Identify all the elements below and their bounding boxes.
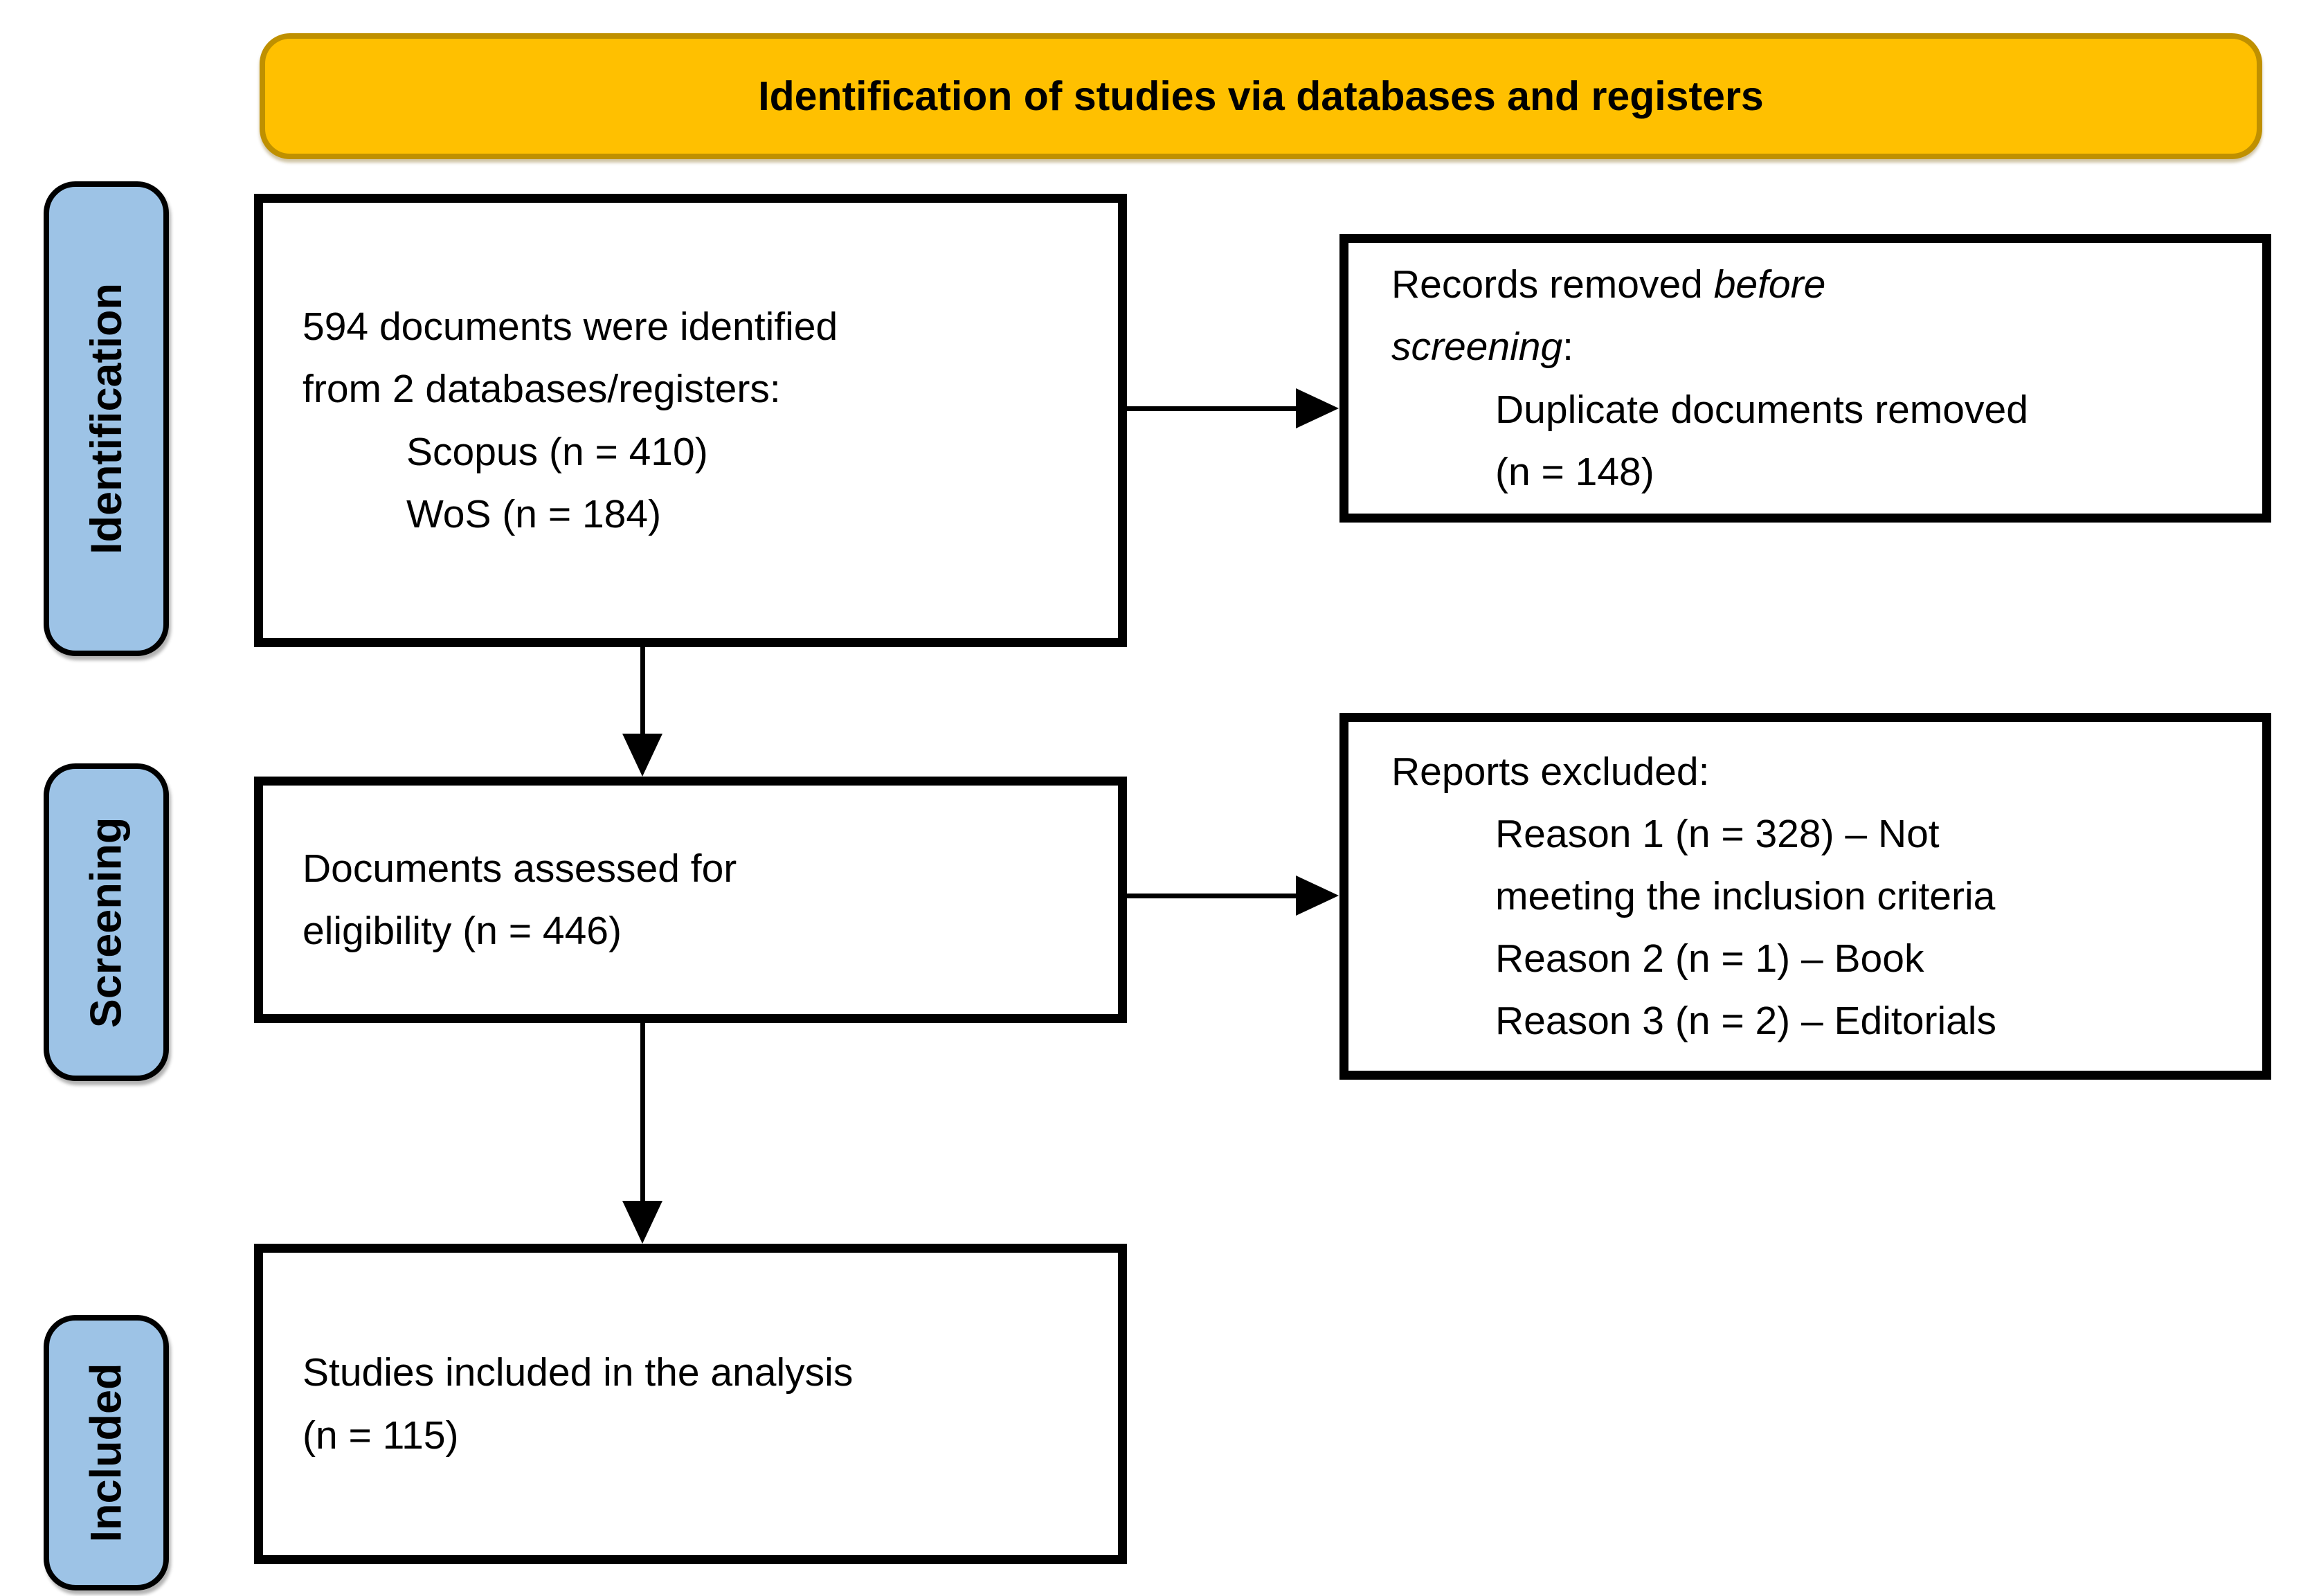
records-removed-line-1: Records removed before [1391,253,2247,316]
included-line-1: Studies included in the analysis [303,1350,854,1395]
identified-scopus-count: Scopus (n = 410) [406,429,708,474]
identified-wos-count: WoS (n = 184) [406,491,662,536]
excluded-reason-2: Reason 2 (n = 1) – Book [1495,936,1924,981]
banner-title: Identification of studies via databases … [758,73,1764,119]
arrow-assessed-to-excluded-line [1126,894,1301,898]
banner: Identification of studies via databases … [260,33,2262,159]
excluded-reason-3: Reason 3 (n = 2) – Editorials [1495,999,1996,1044]
box-studies-included: Studies included in the analysis (n = 11… [254,1244,1127,1564]
records-removed-prefix: Records removed [1391,262,1714,307]
included-line-2: (n = 115) [303,1413,459,1458]
stage-label-identification: Identification [44,181,169,656]
box-reports-excluded: Reports excluded: Reason 1 (n = 328) – N… [1339,713,2271,1080]
stage-label-included: Included [44,1315,169,1590]
records-removed-italic-screening: screening [1391,325,1563,370]
arrow-identified-to-records-head-icon [1296,388,1339,428]
excluded-reason-1-line-2: meeting the inclusion criteria [1495,873,1996,918]
stage-label-identification-text: Identification [82,283,131,554]
arrow-identified-to-assessed-line [640,647,645,741]
records-removed-line-2: screening: [1391,316,2247,378]
excluded-reason-1-line-1: Reason 1 (n = 328) – Not [1495,811,1940,856]
records-removed-count: (n = 148) [1495,449,1654,494]
arrow-assessed-to-included-line [640,1023,645,1204]
stage-label-screening-text: Screening [82,817,131,1028]
stage-label-included-text: Included [82,1363,131,1543]
identified-line-2: from 2 databases/registers: [303,367,781,412]
assessed-line-1: Documents assessed for [303,846,737,891]
arrow-assessed-to-excluded-head-icon [1296,876,1339,916]
arrow-identified-to-records-line [1126,406,1301,411]
box-documents-assessed: Documents assessed for eligibility (n = … [254,777,1127,1023]
box-documents-identified: 594 documents were identified from 2 dat… [254,194,1127,647]
stage-label-screening: Screening [44,763,169,1081]
arrow-identified-to-assessed-head-icon [622,734,662,777]
box-records-removed: Records removed before screening: Duplic… [1339,234,2271,523]
identified-line-1: 594 documents were identified [303,305,838,350]
arrow-assessed-to-included-head-icon [622,1201,662,1244]
records-removed-colon: : [1562,325,1573,370]
records-removed-duplicates: Duplicate documents removed [1495,387,2028,432]
excluded-title: Reports excluded: [1391,749,1710,794]
records-removed-italic-before: before [1713,262,1826,307]
assessed-line-2: eligibility (n = 446) [303,909,622,953]
